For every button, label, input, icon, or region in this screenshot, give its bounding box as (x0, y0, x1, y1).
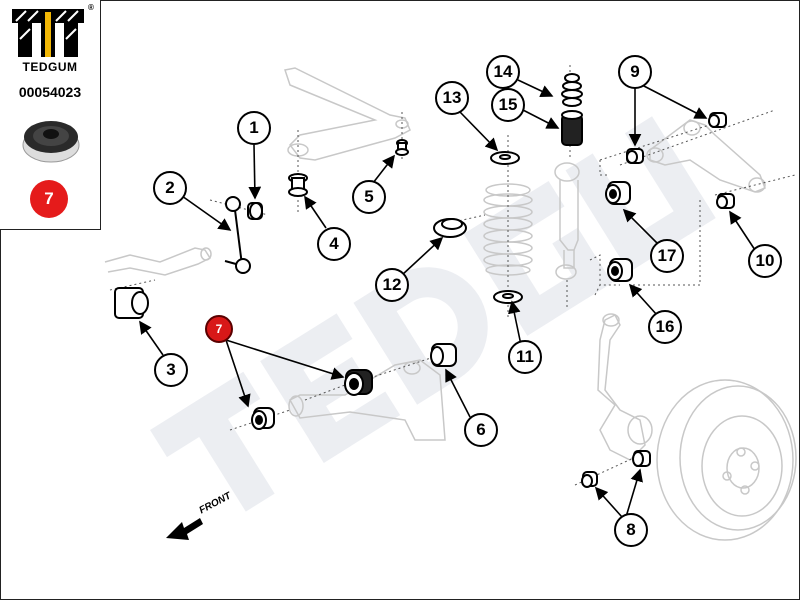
registered-mark: ® (88, 3, 94, 12)
part-9-bushing-a (626, 148, 644, 164)
callout-8[interactable]: 8 (614, 513, 648, 547)
tedgum-logo-icon (12, 9, 84, 57)
callout-12[interactable]: 12 (375, 268, 409, 302)
part-2-link (224, 196, 251, 274)
part-7-bushing-lower (251, 407, 275, 430)
front-direction-arrow (166, 518, 203, 540)
part-15-dust-boot (561, 110, 583, 146)
part-10-bushing (716, 193, 735, 209)
part-12-bearing (433, 218, 467, 238)
part-9-bushing-b (708, 112, 727, 128)
product-sidebar: ® TEDGUM 00054023 7 (0, 0, 101, 230)
callout-13[interactable]: 13 (435, 81, 469, 115)
part-11-washer (493, 290, 523, 304)
product-photo-bushing (22, 121, 80, 163)
callout-16[interactable]: 16 (648, 310, 682, 344)
callout-6[interactable]: 6 (464, 413, 498, 447)
part-6-bushing (430, 343, 457, 367)
leader-arrows (139, 79, 756, 518)
callout-14[interactable]: 14 (486, 55, 520, 89)
callout-10[interactable]: 10 (748, 244, 782, 278)
highlight-item-badge: 7 (30, 180, 68, 218)
callout-5[interactable]: 5 (352, 180, 386, 214)
part-8-bushing-b (632, 450, 651, 467)
callout-15[interactable]: 15 (491, 88, 525, 122)
callout-2[interactable]: 2 (153, 171, 187, 205)
part-3-bushing (114, 287, 149, 319)
part-7-bushing-upper (344, 369, 373, 396)
callout-7-highlighted[interactable]: 7 (205, 315, 233, 343)
component-outlines (104, 67, 797, 541)
part-8-bushing-a (581, 471, 598, 488)
callout-3[interactable]: 3 (154, 353, 188, 387)
brand-name: TEDGUM (22, 60, 78, 74)
callout-4[interactable]: 4 (317, 227, 351, 261)
watermark (150, 116, 716, 512)
part-4-mount (288, 173, 308, 197)
part-1-bushing (247, 202, 263, 220)
part-17-bushing (605, 181, 631, 205)
part-14-bump-stop (561, 73, 583, 107)
part-16-bushing (607, 258, 633, 282)
part-13-washer (490, 151, 520, 165)
bushing-parts (114, 73, 735, 488)
part-number: 00054023 (18, 84, 82, 100)
part-5-mount (395, 139, 409, 156)
callout-11[interactable]: 11 (508, 340, 542, 374)
callout-9[interactable]: 9 (618, 55, 652, 89)
callout-17[interactable]: 17 (650, 239, 684, 273)
callout-1[interactable]: 1 (237, 111, 271, 145)
